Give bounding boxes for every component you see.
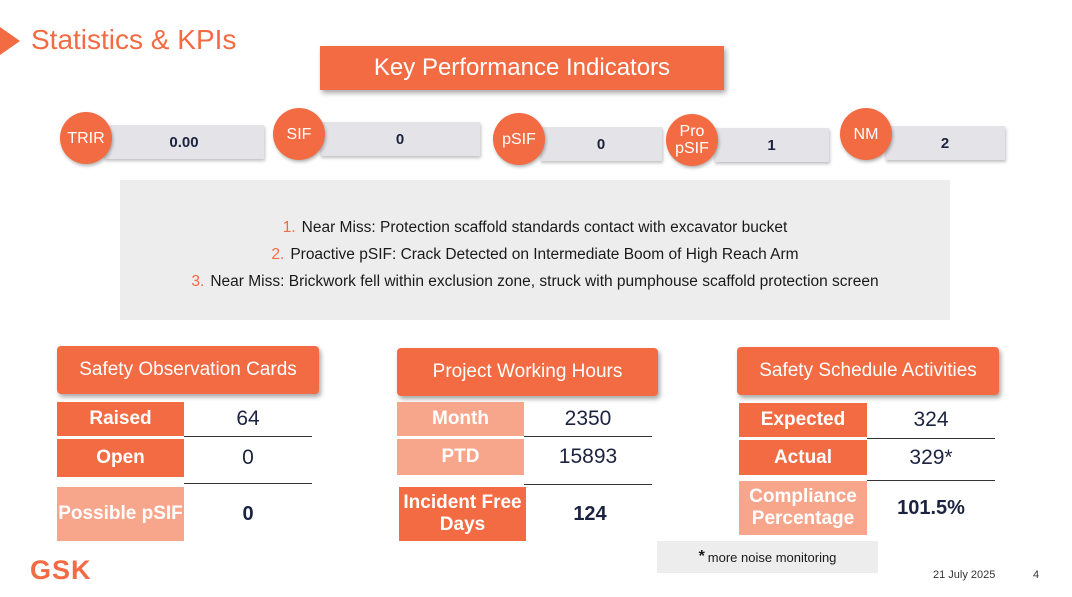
observation-cards-header: Safety Observation Cards xyxy=(57,346,319,394)
row-value-raised: 64 xyxy=(236,407,260,430)
row-divider xyxy=(867,438,995,439)
row-value-possible-psif: 0 xyxy=(242,502,254,525)
row-value-expected: 324 xyxy=(913,408,949,431)
row-divider xyxy=(184,436,312,437)
list-item: 1.Near Miss: Protection scaffold standar… xyxy=(282,219,788,236)
kpi-value-pro-psif: 1 xyxy=(714,128,829,162)
row-label-ptd: PTD xyxy=(397,439,524,475)
footnote-text: more noise monitoring xyxy=(707,549,837,565)
row-label-incident-free-days: Incident Free Days xyxy=(399,487,526,541)
kpi-value-psif: 0 xyxy=(540,127,662,161)
working-hours-header: Project Working Hours xyxy=(397,348,658,396)
row-label-actual: Actual xyxy=(739,440,867,475)
row-value-ptd: 15893 xyxy=(558,445,618,468)
row-divider xyxy=(867,480,995,481)
gsk-logo: GSK xyxy=(30,555,92,585)
row-value-compliance-percentage: 101.5% xyxy=(897,496,965,519)
incident-summary-box: 1.Near Miss: Protection scaffold standar… xyxy=(120,180,950,320)
kpi-value-nm: 2 xyxy=(885,126,1005,160)
list-item: 3.Near Miss: Brickwork fell within exclu… xyxy=(191,273,879,290)
row-label-expected: Expected xyxy=(739,403,867,437)
schedule-activities-header: Safety Schedule Activities xyxy=(737,347,999,395)
row-value-actual: 329* xyxy=(909,445,953,469)
row-divider xyxy=(524,484,652,485)
kpi-value-trir: 0.00 xyxy=(104,125,264,159)
row-value-month: 2350 xyxy=(564,407,612,430)
row-label-month: Month xyxy=(397,402,524,436)
page-number: 4 xyxy=(1033,569,1040,581)
row-value-open: 0 xyxy=(242,446,254,469)
row-label-compliance-percentage: Compliance Percentage xyxy=(739,481,867,535)
kpi-banner: Key Performance Indicators xyxy=(320,46,724,90)
kpi-label-sif: SIF xyxy=(273,108,325,160)
row-divider xyxy=(524,436,652,437)
kpi-label-trir: TRIR xyxy=(60,112,112,164)
footer-date: 21 July 2025 xyxy=(933,569,996,581)
incident-list: 1.Near Miss: Protection scaffold standar… xyxy=(120,214,950,295)
page-title: Statistics & KPIs xyxy=(31,24,237,55)
kpi-label-psif: pSIF xyxy=(493,113,545,165)
row-divider xyxy=(184,483,312,484)
row-label-raised: Raised xyxy=(57,402,184,436)
kpi-label-pro-psif: Pro pSIF xyxy=(666,114,718,166)
row-label-possible-psif: Possible pSIF xyxy=(57,487,184,541)
row-label-open: Open xyxy=(57,439,184,477)
title-arrow-icon xyxy=(0,27,20,55)
kpi-label-nm: NM xyxy=(840,108,892,160)
footnote-star: * xyxy=(698,548,705,565)
list-item: 2.Proactive pSIF: Crack Detected on Inte… xyxy=(271,246,799,263)
kpi-value-sif: 0 xyxy=(320,122,480,156)
footnote-box: * more noise monitoring xyxy=(657,541,878,573)
row-value-incident-free-days: 124 xyxy=(573,502,607,525)
